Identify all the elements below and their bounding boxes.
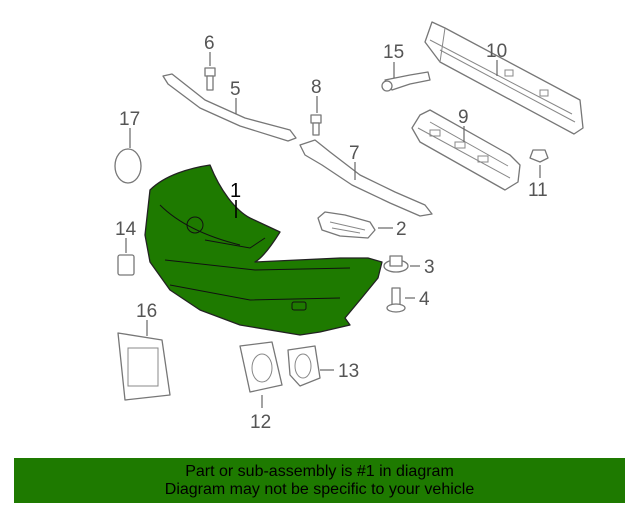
- info-banner: Part or sub-assembly is #1 in diagram Di…: [14, 458, 625, 503]
- callout-16[interactable]: 16: [136, 301, 157, 322]
- callout-3[interactable]: 3: [424, 257, 435, 278]
- part-12-fog-bezel[interactable]: [239, 341, 283, 393]
- callout-2[interactable]: 2: [396, 219, 407, 240]
- callout-1[interactable]: 1: [230, 180, 241, 202]
- part-15-clip[interactable]: [381, 71, 431, 92]
- part-14-clip[interactable]: [117, 254, 135, 276]
- leader-lines: [125, 52, 541, 408]
- callout-9[interactable]: 9: [458, 107, 469, 128]
- part-6-bolt[interactable]: [204, 67, 216, 91]
- part-8-bolt[interactable]: [310, 114, 322, 136]
- part-3-clip[interactable]: [383, 255, 409, 273]
- part-17-emblem[interactable]: [114, 148, 142, 184]
- part-7-side-retainer[interactable]: [299, 139, 433, 217]
- callout-15[interactable]: 15: [383, 42, 404, 63]
- callout-labels: 1 2 3 4 5 6 7 8 9 10 11 12 13 14 15 16 1…: [115, 33, 548, 433]
- callout-17[interactable]: 17: [119, 109, 140, 130]
- part-13-fog-bracket[interactable]: [287, 345, 321, 387]
- callout-4[interactable]: 4: [419, 289, 430, 310]
- part-11-nut[interactable]: [529, 149, 549, 163]
- callout-14[interactable]: 14: [115, 219, 137, 240]
- callout-12[interactable]: 12: [250, 412, 271, 433]
- callout-8[interactable]: 8: [311, 77, 322, 98]
- callout-7[interactable]: 7: [349, 143, 360, 164]
- callout-11[interactable]: 11: [528, 180, 548, 201]
- part-2-bracket[interactable]: [317, 211, 376, 239]
- part-16-plate-bracket[interactable]: [117, 332, 171, 401]
- part-4-bolt[interactable]: [386, 287, 406, 313]
- part-10-reinforcement[interactable]: [424, 21, 584, 135]
- callout-10[interactable]: 10: [486, 41, 507, 62]
- banner-line-disclaimer: Diagram may not be specific to your vehi…: [164, 480, 475, 498]
- part-1-bumper-cover[interactable]: [144, 164, 383, 336]
- part-5-retainer[interactable]: [162, 73, 297, 142]
- banner-line-part: Part or sub-assembly is #1 in diagram: [185, 462, 454, 480]
- callout-13[interactable]: 13: [338, 361, 359, 382]
- callout-5[interactable]: 5: [230, 79, 241, 100]
- part-9-absorber[interactable]: [411, 109, 521, 191]
- callout-6[interactable]: 6: [204, 33, 215, 54]
